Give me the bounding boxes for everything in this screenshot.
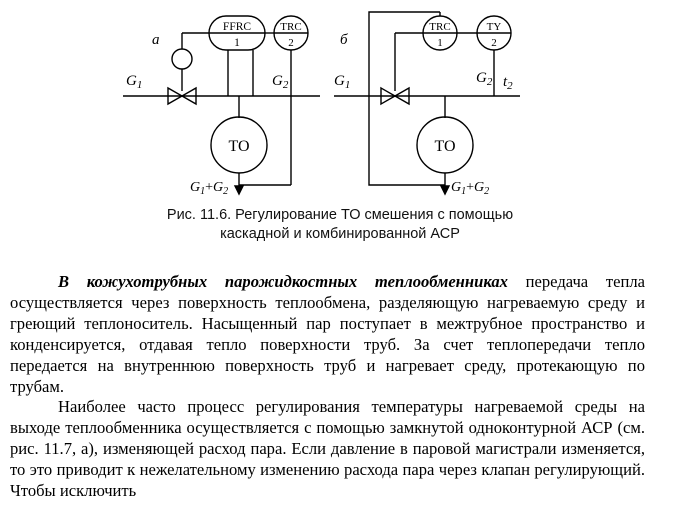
ty-number: 2 (491, 37, 497, 49)
trc-instrument-a: TRC 2 (273, 15, 309, 51)
heat-exchanger-label-a: ТО (228, 138, 249, 155)
ty-label: TY (487, 21, 502, 33)
trc-instrument-b: TRC 1 (422, 15, 458, 51)
trc-number-b: 1 (437, 37, 443, 49)
valve-left-a (167, 86, 184, 106)
panel-b-label: б (340, 32, 348, 48)
figure-diagram: а FFRC 1 TRC 2 (123, 11, 520, 197)
trc-label-b: TRC (429, 21, 450, 33)
ffrc-instrument: FFRC 1 (208, 15, 266, 51)
paragraph-1-rest: передача тепла осуществляется через пове… (10, 272, 646, 396)
paragraph-1: В кожухотрубных парожидкостных теплообме… (10, 272, 645, 397)
paragraph-1-lead: В кожухотрубных парожидкостных теплообме… (58, 272, 508, 291)
panel-a-label: а (152, 32, 160, 48)
caption-line-1: Рис. 11.6. Регулирование ТО смешения с п… (166, 207, 514, 223)
g1-label-a: G1 (126, 73, 142, 91)
panel-b: б TRC 1 TY 2 ТО (334, 11, 520, 197)
caption-line-2: каскадной и комбинированной АСР (220, 226, 460, 242)
g2-label-a: G2 (272, 73, 289, 91)
valve-left-b (380, 86, 397, 106)
body-text: В кожухотрубных парожидкостных теплообме… (10, 272, 645, 502)
feedforward-line-b (368, 11, 445, 186)
ty-instrument: TY 2 (476, 15, 512, 51)
t2-label-b: t2 (503, 74, 513, 92)
trc-label-a: TRC (280, 21, 301, 33)
trc-number-a: 2 (288, 37, 294, 49)
paragraph-2: Наиболее часто процесс регулирования тем… (10, 397, 645, 501)
flow-sensor-a (171, 48, 193, 70)
outlet-label-b: G1+G2 (451, 180, 489, 197)
ffrc-label: FFRC (223, 21, 251, 33)
panel-a: а FFRC 1 TRC 2 (123, 15, 320, 197)
heat-exchanger-label-b: ТО (434, 138, 455, 155)
outlet-label-a: G1+G2 (190, 180, 228, 197)
valve-right-b (393, 86, 410, 106)
g2-label-b: G2 (476, 70, 493, 88)
valve-right-a (180, 86, 197, 106)
figure-caption: Рис. 11.6. Регулирование ТО смешения с п… (0, 206, 680, 244)
g1-label-b: G1 (334, 73, 350, 91)
ffrc-number: 1 (234, 37, 240, 49)
